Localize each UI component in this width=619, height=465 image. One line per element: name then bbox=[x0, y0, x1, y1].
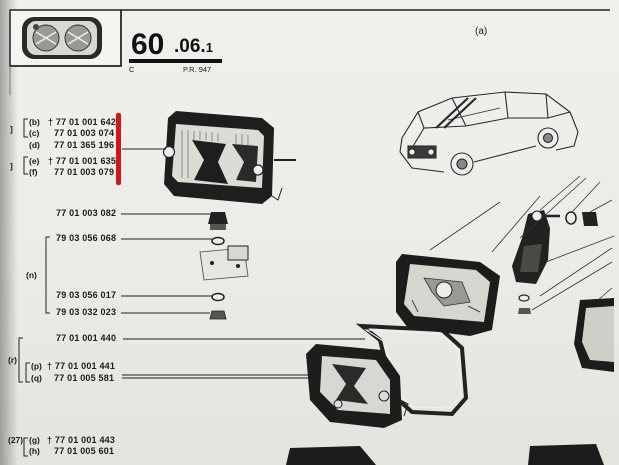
part-number: 77 01 003 082 bbox=[56, 208, 117, 218]
part-number: † 77 01 001 642 bbox=[48, 117, 117, 127]
bottom-right-lamp-icon bbox=[528, 444, 604, 465]
title-underline bbox=[129, 59, 222, 63]
part-number: 77 01 365 196 bbox=[54, 140, 115, 150]
part-label: (e) bbox=[29, 156, 40, 166]
part-number: 79 03 056 068 bbox=[56, 233, 117, 243]
part-number: 77 01 003 074 bbox=[54, 128, 115, 138]
group-label-r: (r) bbox=[8, 355, 17, 365]
bottom-lamp-icon bbox=[286, 446, 376, 465]
fog-lamp-thumbnail-icon bbox=[9, 9, 122, 67]
part-number: 77 01 005 601 bbox=[54, 446, 115, 456]
group-marker-2: ] bbox=[10, 161, 13, 171]
section-number: 60 bbox=[131, 28, 165, 61]
mounting-hardware-icon bbox=[199, 212, 249, 320]
part-label: (p) bbox=[31, 361, 42, 371]
group-label-n: (n) bbox=[26, 270, 37, 280]
part-number: † 77 01 001 441 bbox=[47, 361, 116, 371]
part-number: 77 01 003 079 bbox=[54, 167, 115, 177]
part-number: 79 03 056 017 bbox=[56, 290, 117, 300]
section-subnumber: .06.1 bbox=[174, 36, 213, 57]
lamp-bracket-icon bbox=[512, 210, 598, 314]
part-label: (c) bbox=[29, 128, 40, 138]
part-number: 79 03 032 023 bbox=[56, 307, 117, 317]
part-number: 77 01 005 581 bbox=[54, 373, 115, 383]
highlight-marker bbox=[116, 113, 121, 185]
partial-lamp-icon bbox=[574, 298, 614, 372]
lamp-housing-icon bbox=[396, 254, 500, 336]
page-binding-shadow bbox=[0, 0, 18, 465]
renault-16-car-icon bbox=[399, 91, 579, 176]
part-number: † 77 01 001 443 bbox=[47, 435, 116, 445]
part-label: (g) bbox=[29, 435, 40, 445]
group-label-27: (27) bbox=[8, 435, 24, 445]
fog-lamp-assembly-icon bbox=[162, 111, 296, 204]
part-label: (h) bbox=[29, 446, 40, 456]
part-number: † 77 01 001 635 bbox=[48, 156, 117, 166]
part-label: (q) bbox=[31, 373, 42, 383]
fog-lamp-front-icon bbox=[306, 344, 409, 428]
view-label: (a) bbox=[475, 26, 488, 37]
part-number: 77 01 001 440 bbox=[56, 333, 117, 343]
pr-reference: P.R. 947 bbox=[183, 65, 212, 74]
part-label: (f) bbox=[29, 167, 38, 177]
group-marker-1: ] bbox=[10, 124, 13, 134]
part-label: (d) bbox=[29, 140, 40, 150]
section-letter: C bbox=[129, 65, 135, 74]
part-label: (b) bbox=[29, 117, 40, 127]
